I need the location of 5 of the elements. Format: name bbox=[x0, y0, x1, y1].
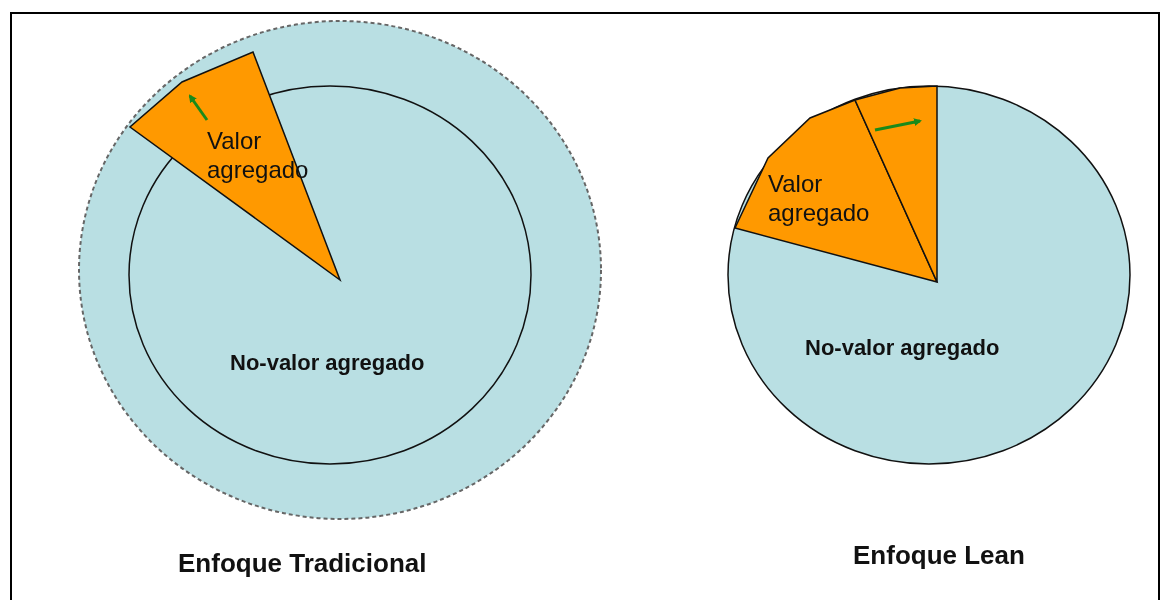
region-label: No-valor agregado bbox=[805, 335, 1000, 361]
region-label: No-valor agregado bbox=[230, 350, 425, 376]
diagram-caption: Enfoque Lean bbox=[853, 540, 1025, 571]
wedge-label: Valor agregado bbox=[768, 170, 871, 228]
diagram-caption: Enfoque Tradicional bbox=[178, 548, 427, 579]
